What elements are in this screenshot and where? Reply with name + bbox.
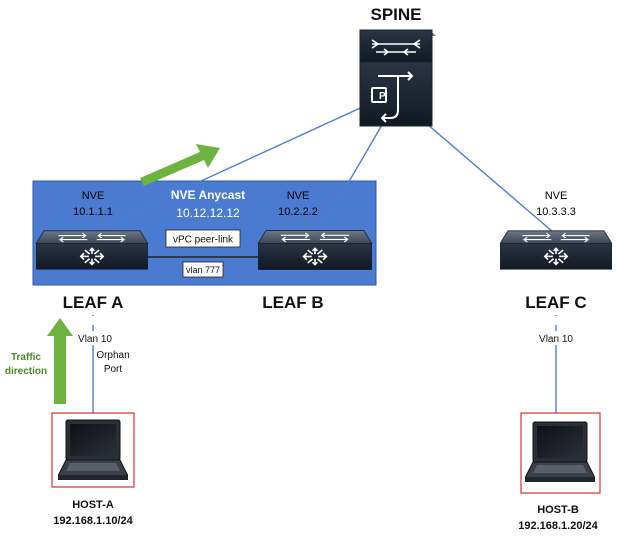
host-b-name: HOST-B: [537, 504, 579, 516]
traffic-label-line2: direction: [5, 366, 47, 377]
leaf-b-label: LEAF B: [262, 293, 323, 312]
leaf-b-nve-label: NVE: [287, 190, 310, 202]
leaf-c-vlan-label: Vlan 10: [539, 334, 573, 345]
orphan-port-line2: Port: [104, 364, 123, 375]
traffic-arrow-up-icon: [47, 318, 73, 404]
link-leafb-spine: [321, 117, 387, 229]
svg-text:P: P: [379, 91, 386, 102]
host-a-name: HOST-A: [72, 499, 114, 511]
peer-link-label: vPC peer-link: [173, 235, 234, 246]
anycast-title: NVE Anycast: [171, 188, 245, 202]
orphan-port-line1: Orphan: [96, 350, 129, 361]
traffic-label-line1: Traffic: [11, 352, 41, 363]
traffic-arrow-diagonal-icon: [140, 144, 220, 186]
vlan-777-box: [182, 261, 224, 278]
host-a-ip: 192.168.1.10/24: [53, 515, 133, 527]
spine-label: SPINE: [370, 5, 421, 24]
leaf-b-switch-icon: [258, 229, 372, 271]
leaf-c-switch-icon: [500, 229, 612, 271]
leaf-c-nve-ip: 10.3.3.3: [536, 206, 576, 218]
leaf-a-label: LEAF A: [63, 293, 124, 312]
leaf-c-label: LEAF C: [525, 293, 586, 312]
leaf-b-nve-ip: 10.2.2.2: [278, 206, 318, 218]
host-b-ip: 192.168.1.20/24: [518, 520, 598, 532]
link-leafc-spine: [419, 117, 554, 233]
laptop-icon: [58, 419, 128, 480]
spine-switch-icon: P: [359, 29, 436, 127]
anycast-ip: 10.12.12.12: [176, 206, 240, 220]
vlan-777-label: vlan 777: [186, 265, 220, 275]
leaf-c-nve-label: NVE: [545, 190, 568, 202]
peer-link-label-box: [165, 229, 241, 248]
link-leafa-spine: [89, 97, 383, 233]
leaf-a-nve-label: NVE: [82, 190, 105, 202]
laptop-icon: [525, 421, 595, 482]
leaf-a-nve-ip: 10.1.1.1: [73, 206, 113, 218]
leaf-a-switch-icon: [36, 229, 148, 271]
leaf-a-vlan-label: Vlan 10: [78, 334, 112, 345]
